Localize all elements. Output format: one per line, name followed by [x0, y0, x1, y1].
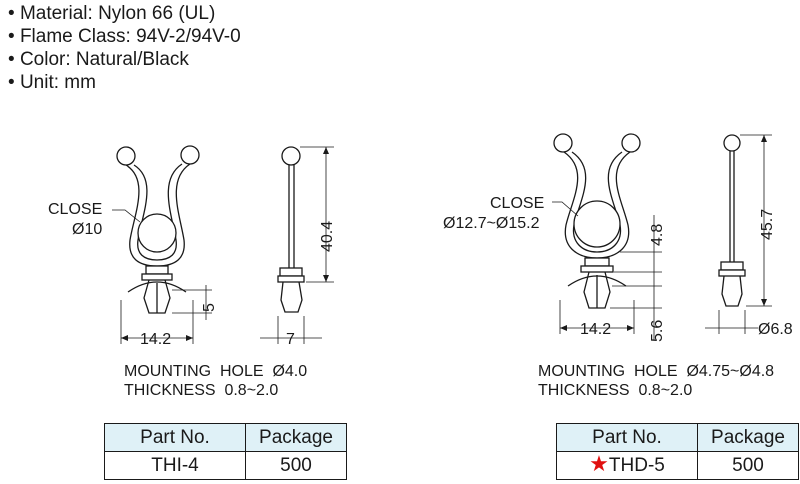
thd5-dim-6-8: Ø6.8: [758, 321, 793, 338]
part-no-text: THD-5: [608, 455, 665, 476]
thd5-width-dim: 14.2: [580, 321, 611, 338]
thi4-mounting-hole: MOUNTING HOLE Ø4.0: [124, 363, 308, 380]
thd5-package-table: Part No. Package ★THD-5 500: [556, 423, 799, 480]
table-header-row: Part No. Package: [104, 423, 347, 452]
table-row: ★THD-5 500: [556, 451, 799, 480]
thi4-package-table: Part No. Package THI-4 500: [104, 423, 347, 480]
thd5-close-label: CLOSE: [490, 195, 544, 212]
thd5-thickness: THICKNESS 0.8~2.0: [538, 382, 693, 399]
thd5-close-diameter: Ø12.7~Ø15.2: [443, 215, 540, 232]
thi4-thickness: THICKNESS 0.8~2.0: [124, 382, 279, 399]
thi4-front-view: [112, 145, 212, 344]
part-no-header: Part No.: [104, 423, 246, 452]
thi4-height-dim: 40.4: [319, 221, 336, 252]
thd5-side-view: [705, 134, 772, 334]
spec-material: Material: Nylon 66 (UL): [8, 2, 241, 25]
spec-color: Color: Natural/Black: [8, 48, 241, 71]
red-star-icon: ★: [589, 451, 609, 476]
package-header: Package: [697, 423, 799, 452]
thi4-width-dim: 14.2: [140, 331, 171, 348]
table-row: THI-4 500: [104, 451, 347, 480]
thd5-dim-4-8: 4.8: [649, 224, 666, 246]
part-no-header: Part No.: [556, 423, 698, 452]
package-header: Package: [245, 423, 347, 452]
table-header-row: Part No. Package: [556, 423, 799, 452]
package-cell: 500: [245, 451, 347, 480]
thd5-dim-5-6: 5.6: [649, 320, 666, 342]
spec-unit: Unit: mm: [8, 71, 241, 94]
spec-flame-class: Flame Class: 94V-2/94V-0: [8, 25, 241, 48]
thd5-front-view: [552, 133, 662, 340]
thi4-close-diameter: Ø10: [72, 221, 102, 238]
thi4-close-label: CLOSE: [48, 201, 102, 218]
thi4-dim-7: 7: [286, 331, 295, 348]
thd5-mounting-hole: MOUNTING HOLE Ø4.75~Ø4.8: [538, 363, 775, 380]
thd5-height-dim: 45.7: [759, 209, 776, 240]
spec-list: Material: Nylon 66 (UL) Flame Class: 94V…: [8, 2, 241, 94]
part-no-cell: ★THD-5: [556, 451, 698, 480]
thi4-side-view: [260, 146, 334, 344]
thi4-dim-5: 5: [201, 303, 218, 312]
package-cell: 500: [697, 451, 799, 480]
part-no-cell: THI-4: [104, 451, 246, 480]
